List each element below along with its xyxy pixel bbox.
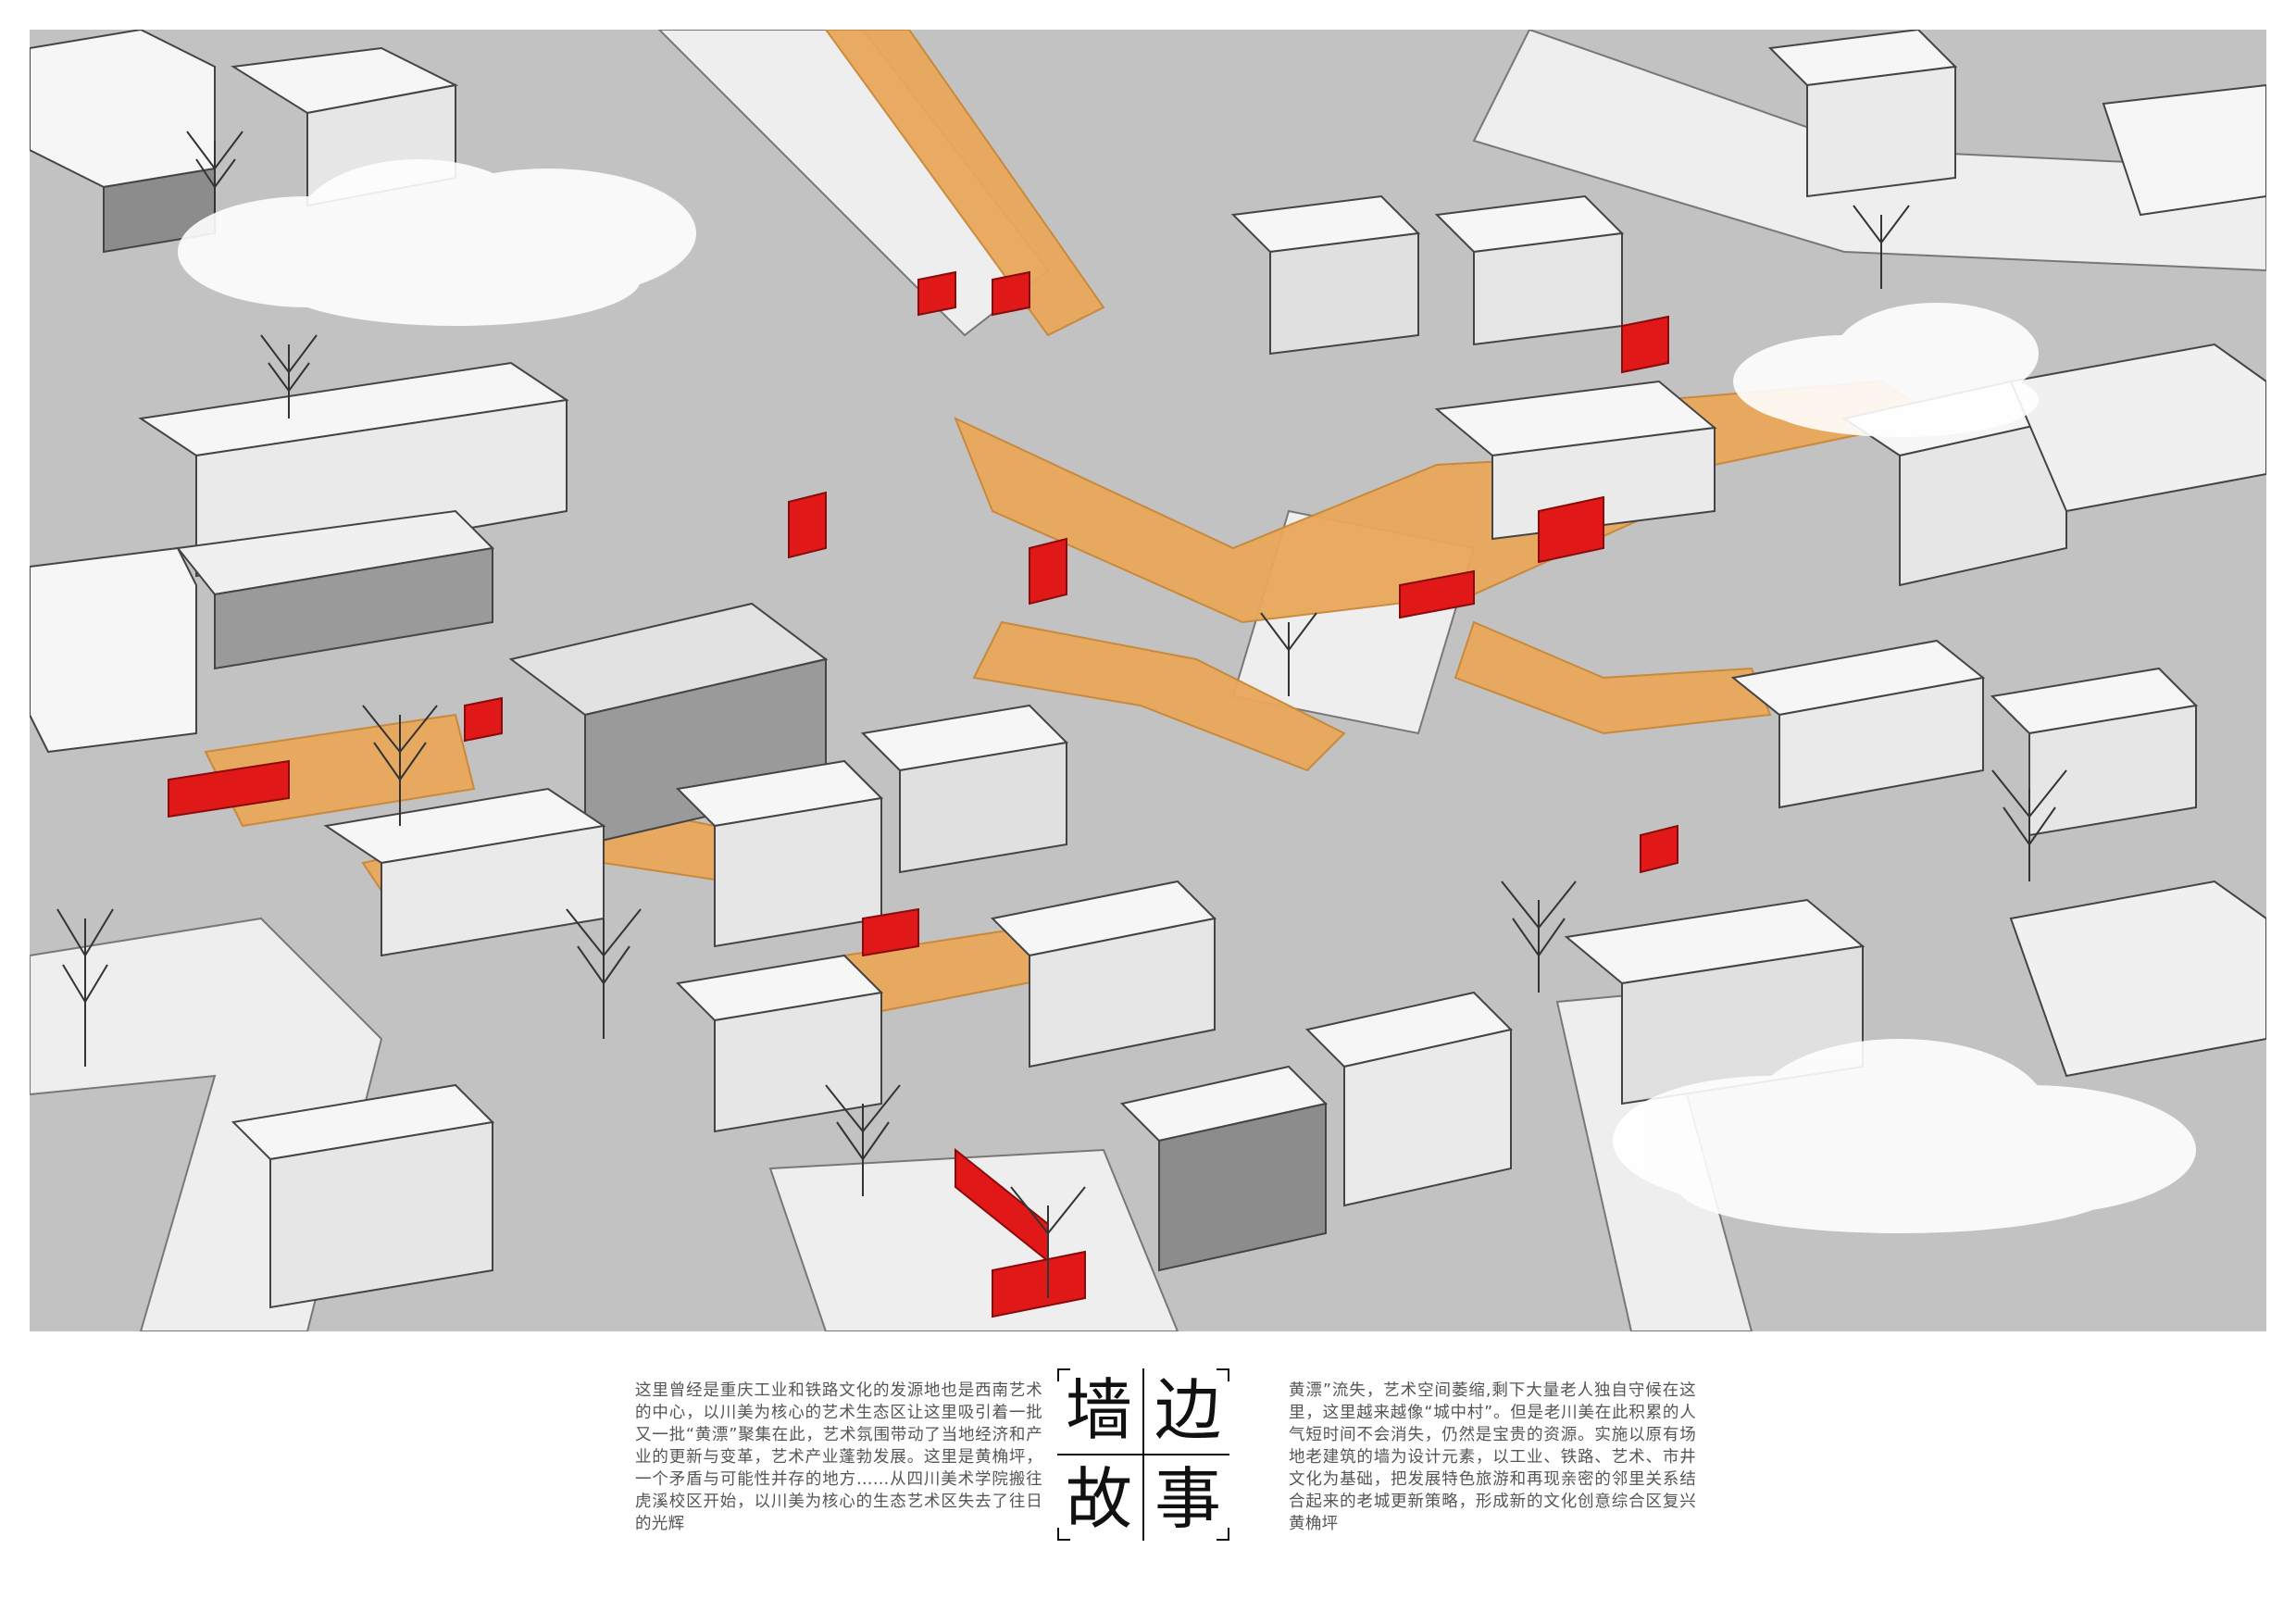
title-char: 边: [1154, 1371, 1221, 1449]
building-ne-1: [1767, 30, 1958, 198]
building-center-4: [990, 880, 1217, 1068]
red-wall-6: [1538, 495, 1604, 564]
crop-mark: [1057, 1539, 1070, 1541]
building-center-gable: [323, 787, 606, 957]
building-ne-2: [2102, 83, 2266, 217]
red-wall-13: [1640, 824, 1678, 874]
crop-mark: [1217, 1539, 1229, 1541]
building-w-shed: [176, 509, 495, 670]
building-center-1: [675, 759, 884, 948]
tree-10: [56, 908, 114, 1067]
building-e-2: [2009, 343, 2266, 513]
red-wall-8: [168, 759, 290, 818]
red-wall-3: [788, 491, 827, 559]
walkway-mid: [972, 620, 1346, 772]
building-center-3: [675, 954, 884, 1133]
building-center-2: [860, 704, 1069, 874]
title-char: 故: [1065, 1460, 1132, 1538]
red-wall-7: [1621, 315, 1669, 374]
tree-8: [1991, 769, 2067, 881]
red-wall-12: [992, 1250, 1086, 1318]
tree-7: [1501, 881, 1577, 993]
clouds: [178, 159, 2196, 1233]
building-w-long: [138, 361, 569, 578]
building-center-5: [1120, 1065, 1328, 1272]
intro-paragraph-left: 这里曾经是重庆工业和铁路文化的发源地也是西南艺术的中心，以川美为核心的艺术生态区…: [635, 1381, 1042, 1533]
tree-9: [1853, 205, 1910, 289]
walkway-east-stair: [1454, 620, 1772, 735]
building-s-1: [231, 1083, 495, 1309]
crop-mark: [1217, 1368, 1229, 1370]
tree-4: [566, 908, 642, 1039]
red-wall-2: [992, 270, 1030, 317]
crop-mark: [1057, 1454, 1229, 1455]
building-e-3: [1730, 639, 1986, 809]
red-walls: [168, 270, 1678, 1318]
title-char: 事: [1154, 1460, 1221, 1538]
title-block: 墙 边 故 事: [1057, 1368, 1229, 1541]
crop-mark: [1057, 1368, 1070, 1370]
tree-5: [825, 1084, 901, 1196]
axonometric-illustration: [30, 30, 2266, 1331]
tree-6: [1010, 1186, 1086, 1298]
red-wall-10: [862, 907, 919, 957]
intro-paragraph-right: 黄漂”流失，艺术空间萎缩,剩下大量老人独自守候在这里，这里越来越像“城中村”。但…: [1289, 1381, 1696, 1533]
building-w-block: [30, 546, 197, 754]
district-scene: [30, 30, 2266, 1331]
building-nw-1: [30, 30, 216, 254]
building-s-2: [1305, 991, 1513, 1207]
crop-mark: [1057, 1528, 1059, 1541]
cloud-east: [1733, 303, 2039, 437]
walkway-north: [824, 30, 1105, 337]
tree-11: [1260, 612, 1317, 696]
crop-mark: [1057, 1368, 1059, 1381]
crop-mark: [1228, 1368, 1229, 1381]
building-se-2: [2009, 880, 2266, 1078]
red-wall-1: [917, 270, 956, 317]
crop-mark: [1228, 1528, 1229, 1541]
cloud-southeast: [1613, 1039, 2196, 1233]
cloud-north: [178, 159, 696, 326]
title-char: 墙: [1065, 1371, 1132, 1449]
buildings: [30, 30, 2266, 1309]
building-north-1: [1230, 194, 1421, 356]
tree-3: [362, 705, 438, 826]
red-wall-9: [464, 696, 503, 743]
tree-2: [260, 334, 318, 418]
red-wall-4: [1029, 537, 1067, 606]
trees: [56, 131, 2067, 1298]
tree-1: [186, 131, 243, 215]
building-e-4: [1990, 667, 2199, 837]
building-north-2: [1434, 194, 1625, 346]
red-wall-5: [1399, 569, 1475, 619]
